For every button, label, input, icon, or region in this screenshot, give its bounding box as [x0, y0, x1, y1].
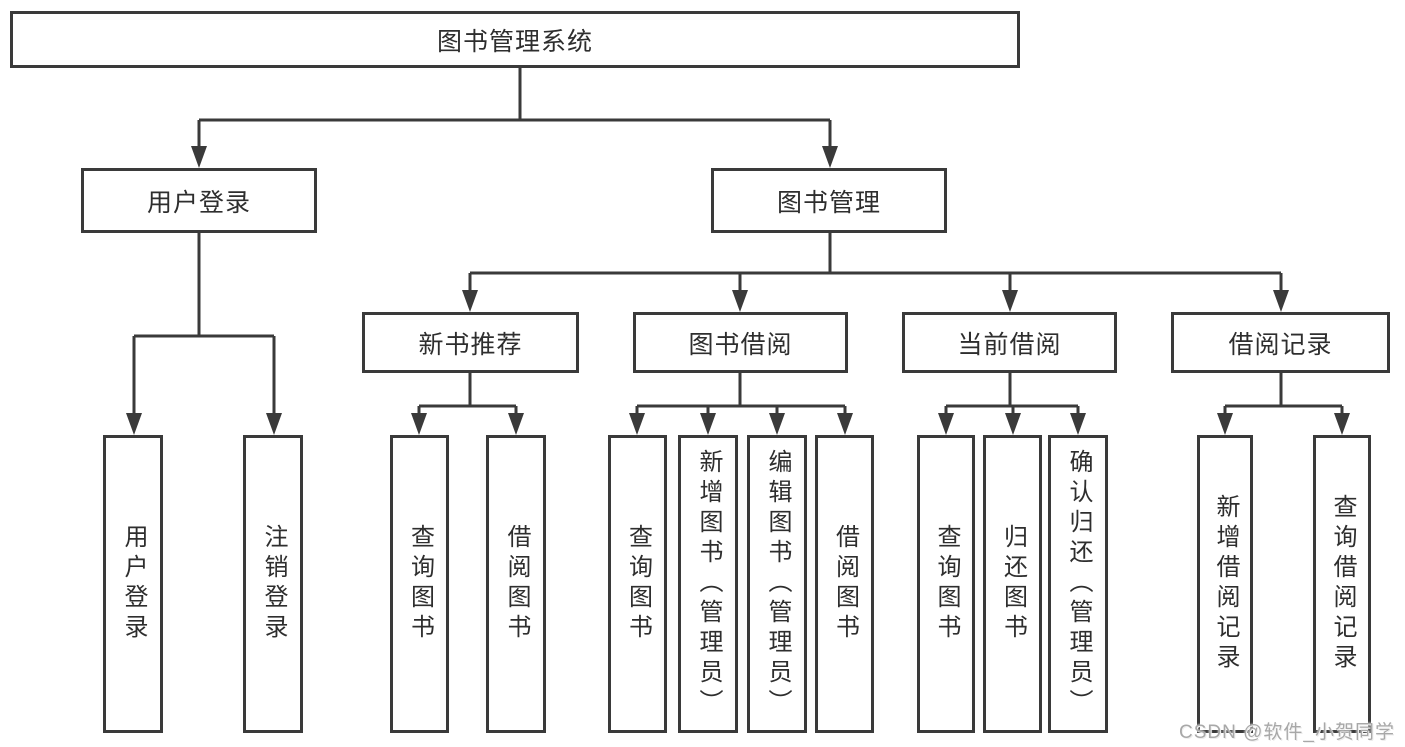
leaf-return-books: 归还图书	[983, 435, 1042, 733]
leaf-borrow-books: 借阅图书	[815, 435, 874, 733]
leaf-query-books-borrow: 查询图书	[608, 435, 667, 733]
leaf-label: 查询图书	[624, 524, 652, 644]
connector-user-login	[132, 233, 276, 417]
leaf-borrow-books-recommend: 借阅图书	[486, 435, 546, 733]
leaf-label: 新增借阅记录	[1212, 494, 1239, 674]
leaf-label: 借阅图书	[831, 524, 859, 644]
node-label: 图书管理	[776, 188, 881, 217]
node-current-borrow: 当前借阅	[902, 312, 1117, 373]
node-label: 当前借阅	[957, 330, 1062, 359]
arrowhead-icons	[126, 146, 1350, 435]
leaf-label: 借阅图书	[503, 524, 530, 644]
leaf-confirm-return-admin: 确认归还（管理员）	[1048, 435, 1108, 733]
leaf-label: 新增图书（管理员）	[695, 449, 722, 719]
node-borrow-records: 借阅记录	[1171, 312, 1390, 373]
node-book-management: 图书管理	[711, 168, 947, 233]
leaf-label: 查询借阅记录	[1329, 494, 1356, 674]
leaf-query-borrow-record: 查询借阅记录	[1313, 435, 1371, 733]
leaf-label: 查询图书	[406, 524, 434, 644]
leaf-query-books-recommend: 查询图书	[390, 435, 449, 733]
leaf-label: 归还图书	[999, 524, 1027, 644]
leaf-query-books-current: 查询图书	[917, 435, 975, 733]
node-label: 借阅记录	[1228, 330, 1333, 359]
connector-current-borrow	[944, 373, 1080, 417]
leaf-label: 注销登录	[260, 524, 287, 644]
node-book-borrow: 图书借阅	[633, 312, 848, 373]
csdn-watermark: CSDN @软件_小贺同学	[1179, 722, 1395, 743]
leaf-label: 用户登录	[120, 524, 147, 644]
connector-book-management	[468, 233, 1283, 294]
node-label: 用户登录	[146, 188, 251, 217]
leaf-add-book-admin: 新增图书（管理员）	[678, 435, 738, 733]
node-new-book-recommend: 新书推荐	[362, 312, 579, 373]
node-label: 新书推荐	[418, 330, 523, 359]
leaf-add-borrow-record: 新增借阅记录	[1197, 435, 1253, 733]
leaf-user-login: 用户登录	[103, 435, 163, 733]
node-label: 图书借阅	[688, 330, 793, 359]
connector-new-book-recommend	[417, 373, 518, 417]
node-label: 图书管理系统	[436, 27, 593, 56]
connector-book-borrow	[635, 373, 847, 417]
leaf-logout: 注销登录	[243, 435, 303, 733]
leaf-label: 编辑图书（管理员）	[764, 449, 791, 719]
leaf-edit-book-admin: 编辑图书（管理员）	[747, 435, 807, 733]
connector-root	[197, 68, 832, 150]
leaf-label: 确认归还（管理员）	[1065, 449, 1092, 719]
node-root-system: 图书管理系统	[10, 11, 1020, 68]
node-user-login: 用户登录	[81, 168, 317, 233]
leaf-label: 查询图书	[933, 524, 960, 644]
connector-borrow-records	[1223, 373, 1344, 417]
